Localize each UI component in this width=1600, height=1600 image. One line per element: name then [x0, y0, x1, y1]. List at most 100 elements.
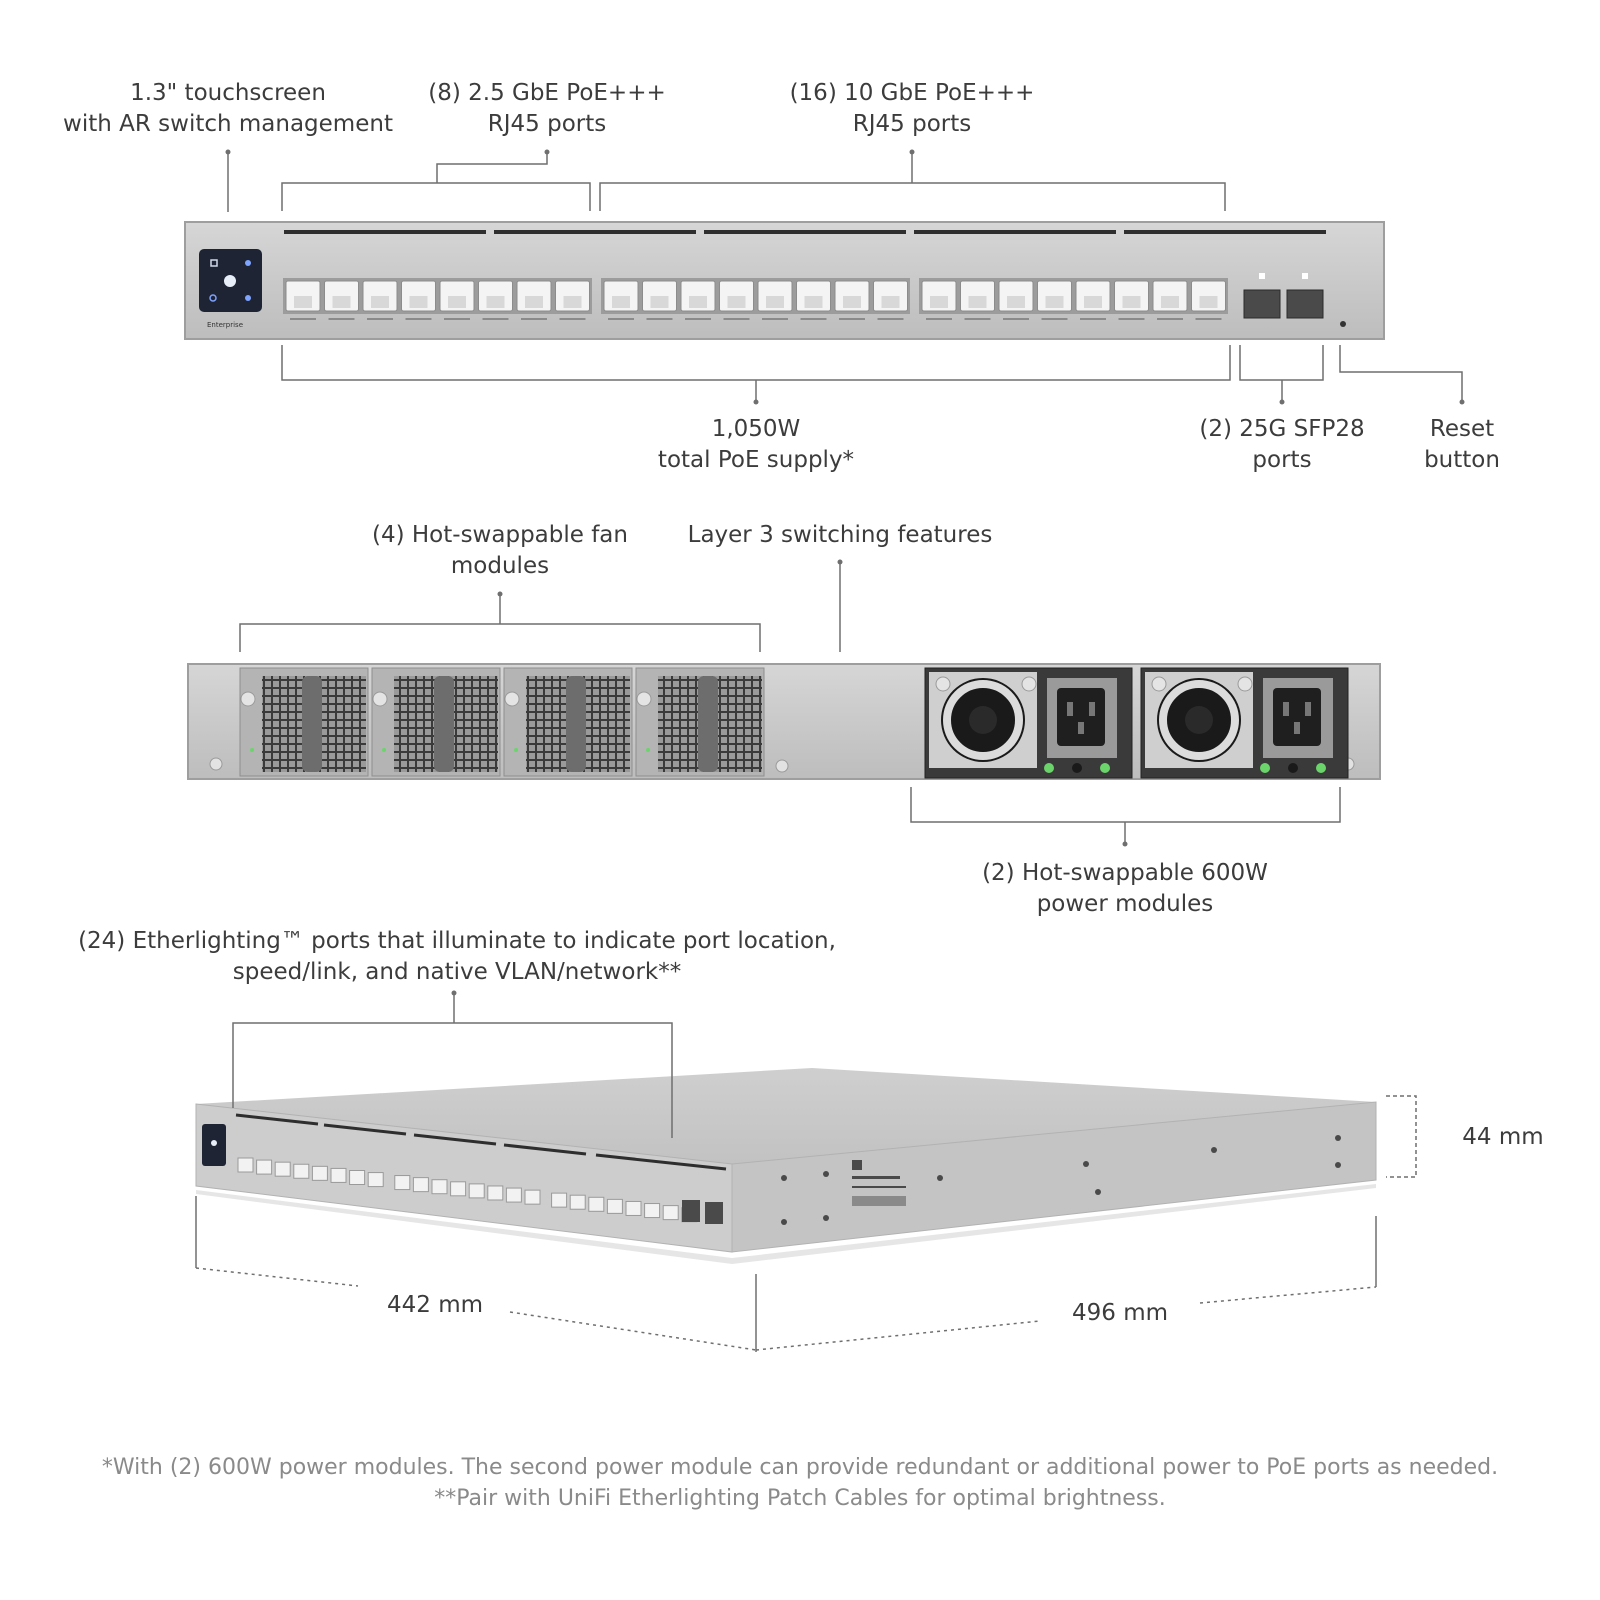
- etherlighting-callout: (24) Etherlighting™ ports that illuminat…: [52, 926, 862, 988]
- iso-callout-lines: [195, 993, 1417, 1352]
- sfp28-callout-line-1: (2) 25G SFP28: [1199, 416, 1365, 442]
- iso-vents: [235, 1113, 727, 1171]
- iso-rj45-port[interactable]: [412, 1177, 429, 1193]
- power-modules-callout-line-2: power modules: [1036, 891, 1214, 917]
- sfp28-port-1[interactable]: [1243, 289, 1281, 319]
- rj45-port[interactable]: [1152, 280, 1188, 320]
- dimension-height: 44 mm: [1462, 1124, 1544, 1150]
- power-modules-callout: (2) Hot-swappable 600W power modules: [960, 858, 1290, 920]
- poe-supply-callout-line-1: 1,050W: [711, 416, 801, 442]
- poe-supply-callout: 1,050W total PoE supply*: [636, 414, 876, 476]
- sfp28-port-2[interactable]: [1286, 289, 1324, 319]
- touchscreen[interactable]: [199, 249, 262, 312]
- rj45-port[interactable]: [1114, 280, 1149, 320]
- rj45-port[interactable]: [439, 280, 475, 320]
- iso-rj45-port[interactable]: [431, 1179, 448, 1195]
- iso-rj45-port[interactable]: [606, 1198, 623, 1214]
- iso-rj45-port[interactable]: [644, 1203, 661, 1219]
- power-module[interactable]: [1140, 667, 1349, 779]
- rj45-port[interactable]: [998, 280, 1034, 320]
- front-callout-lines: [227, 152, 1463, 402]
- footnote-2: **Pair with UniFi Etherlighting Patch Ca…: [434, 1486, 1166, 1511]
- reset-callout-line-2: button: [1424, 447, 1500, 473]
- rj45-port[interactable]: [757, 280, 793, 320]
- iso-rj45-port[interactable]: [588, 1196, 605, 1212]
- iso-rj45-port[interactable]: [311, 1165, 328, 1181]
- iso-rj45-port[interactable]: [468, 1183, 485, 1199]
- ports-10g-callout-line-2: RJ45 ports: [852, 111, 972, 137]
- rj45-port[interactable]: [960, 280, 995, 320]
- iso-side-face: [731, 1101, 1377, 1253]
- reset-callout: Reset button: [1402, 414, 1522, 476]
- rj45-port[interactable]: [1075, 280, 1111, 320]
- reset-button[interactable]: [1340, 321, 1346, 327]
- ports-2-5g-callout-line-1: (8) 2.5 GbE PoE+++: [428, 80, 666, 106]
- iso-rj45-port[interactable]: [237, 1157, 254, 1173]
- iso-rj45-port[interactable]: [524, 1189, 541, 1205]
- rj45-port[interactable]: [603, 280, 639, 320]
- rj45-port[interactable]: [555, 280, 590, 320]
- fans-callout-line-1: (4) Hot-swappable fan: [372, 522, 628, 548]
- rj45-port[interactable]: [324, 280, 359, 320]
- etherlighting-callout-line-2: speed/link, and native VLAN/network**: [232, 959, 682, 985]
- power-module[interactable]: [924, 667, 1133, 779]
- front-vents: [284, 230, 1326, 234]
- layer3-callout-line-1: Layer 3 switching features: [687, 522, 993, 548]
- iso-rj45-port[interactable]: [625, 1200, 642, 1216]
- sfp28-callout: (2) 25G SFP28 ports: [1177, 414, 1387, 476]
- rj45-port[interactable]: [680, 280, 716, 320]
- fan-module[interactable]: [371, 667, 501, 777]
- layer3-callout: Layer 3 switching features: [680, 520, 1000, 551]
- front-callout-dots: [225, 149, 1465, 405]
- rj45-port[interactable]: [719, 280, 754, 320]
- iso-rj45-port[interactable]: [349, 1169, 366, 1185]
- iso-sfp-1[interactable]: [682, 1200, 700, 1222]
- rj45-port[interactable]: [796, 280, 831, 320]
- iso-rj45-port[interactable]: [487, 1185, 504, 1201]
- iso-rj45-port[interactable]: [367, 1172, 384, 1188]
- iso-rj45-port[interactable]: [551, 1192, 568, 1208]
- fan-module[interactable]: [239, 667, 369, 777]
- rj45-port[interactable]: [516, 280, 552, 320]
- iso-rj45-port[interactable]: [450, 1181, 467, 1197]
- front-rj45-ports: [283, 278, 1228, 320]
- iso-rj45-port[interactable]: [505, 1187, 522, 1203]
- iso-rj45-ports: [237, 1157, 698, 1223]
- iso-rj45-port[interactable]: [662, 1205, 679, 1221]
- rj45-port[interactable]: [921, 280, 957, 320]
- etherlighting-callout-line-1: (24) Etherlighting™ ports that illuminat…: [78, 928, 836, 954]
- rj45-port[interactable]: [1037, 280, 1072, 320]
- sfp28-cages: [1243, 273, 1324, 319]
- fans-callout-line-2: modules: [450, 553, 550, 579]
- ports-10g-callout: (16) 10 GbE PoE+++ RJ45 ports: [772, 78, 1052, 140]
- rj45-port[interactable]: [401, 280, 436, 320]
- sfp28-callout-line-2: ports: [1252, 447, 1312, 473]
- rj45-port[interactable]: [362, 280, 398, 320]
- footnote-1: *With (2) 600W power modules. The second…: [101, 1455, 1499, 1480]
- reset-callout-line-1: Reset: [1429, 416, 1495, 442]
- ports-2-5g-callout-line-2: RJ45 ports: [487, 111, 607, 137]
- rj45-port[interactable]: [1191, 280, 1226, 320]
- rj45-port[interactable]: [834, 280, 870, 320]
- iso-rj45-port[interactable]: [256, 1159, 273, 1175]
- iso-sfp-2[interactable]: [705, 1202, 723, 1224]
- iso-rj45-port[interactable]: [293, 1163, 310, 1179]
- fans-callout: (4) Hot-swappable fan modules: [350, 520, 650, 582]
- poe-supply-callout-line-2: total PoE supply*: [657, 447, 855, 473]
- iso-top: [196, 1068, 1376, 1164]
- rj45-port[interactable]: [478, 280, 513, 320]
- iso-rj45-port[interactable]: [569, 1194, 586, 1210]
- iso-rj45-port[interactable]: [330, 1167, 347, 1183]
- iso-rj45-port[interactable]: [394, 1175, 411, 1191]
- rj45-port[interactable]: [873, 280, 908, 320]
- iso-side-details: [781, 1135, 1341, 1225]
- fan-module[interactable]: [635, 667, 765, 777]
- rj45-port[interactable]: [642, 280, 677, 320]
- fan-module[interactable]: [503, 667, 633, 777]
- front-brand-label: Enterprise: [207, 321, 243, 329]
- rj45-port[interactable]: [285, 280, 321, 320]
- isometric-view: [195, 1068, 1377, 1264]
- iso-rj45-port[interactable]: [274, 1161, 291, 1177]
- fan-modules: [239, 667, 765, 777]
